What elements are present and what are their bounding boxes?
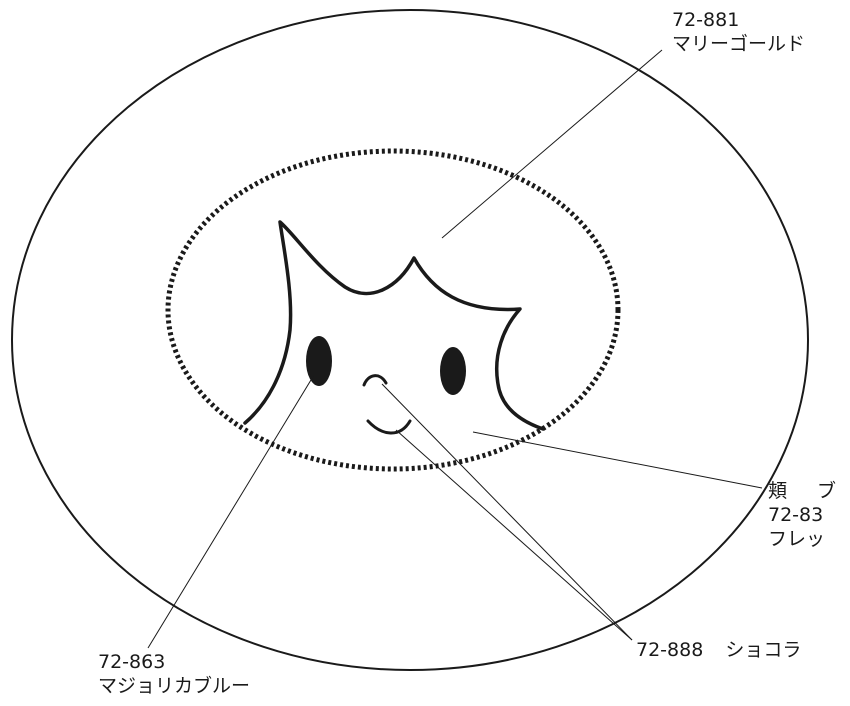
leader-line-mouth	[396, 430, 632, 640]
label-cheek-part-suffix: ブ	[817, 480, 836, 502]
label-eyes-code: 72-863	[98, 650, 250, 674]
label-nose-mouth: 72-888 ショコラ	[636, 638, 801, 662]
leader-line-cheek	[473, 432, 762, 488]
label-nose-mouth-code: 72-888	[636, 639, 703, 661]
label-nose-mouth-name: ショコラ	[725, 639, 801, 661]
outer-ellipse	[12, 10, 808, 670]
label-cheek-name: フレッ	[768, 527, 836, 551]
label-hair-name: マリーゴールド	[672, 32, 805, 56]
label-eyes-name: マジョリカブルー	[98, 674, 250, 698]
left-eye	[306, 336, 332, 386]
leader-line-nose	[382, 384, 632, 640]
label-hair: 72-881 マリーゴールド	[672, 8, 805, 56]
label-eyes: 72-863 マジョリカブルー	[98, 650, 250, 698]
nose	[364, 376, 386, 385]
label-hair-code: 72-881	[672, 8, 805, 32]
leader-line-hair	[442, 50, 662, 238]
label-cheek-part: 頬	[768, 480, 787, 502]
right-eye	[440, 347, 466, 395]
dotted-inner-ellipse	[168, 151, 618, 469]
leader-line-eye	[148, 375, 314, 648]
hair-outline	[245, 222, 543, 429]
mouth	[368, 421, 410, 433]
label-cheek-code: 72-83	[768, 503, 836, 527]
label-cheek: 頬 ブ 72-83 フレッ	[768, 479, 836, 551]
